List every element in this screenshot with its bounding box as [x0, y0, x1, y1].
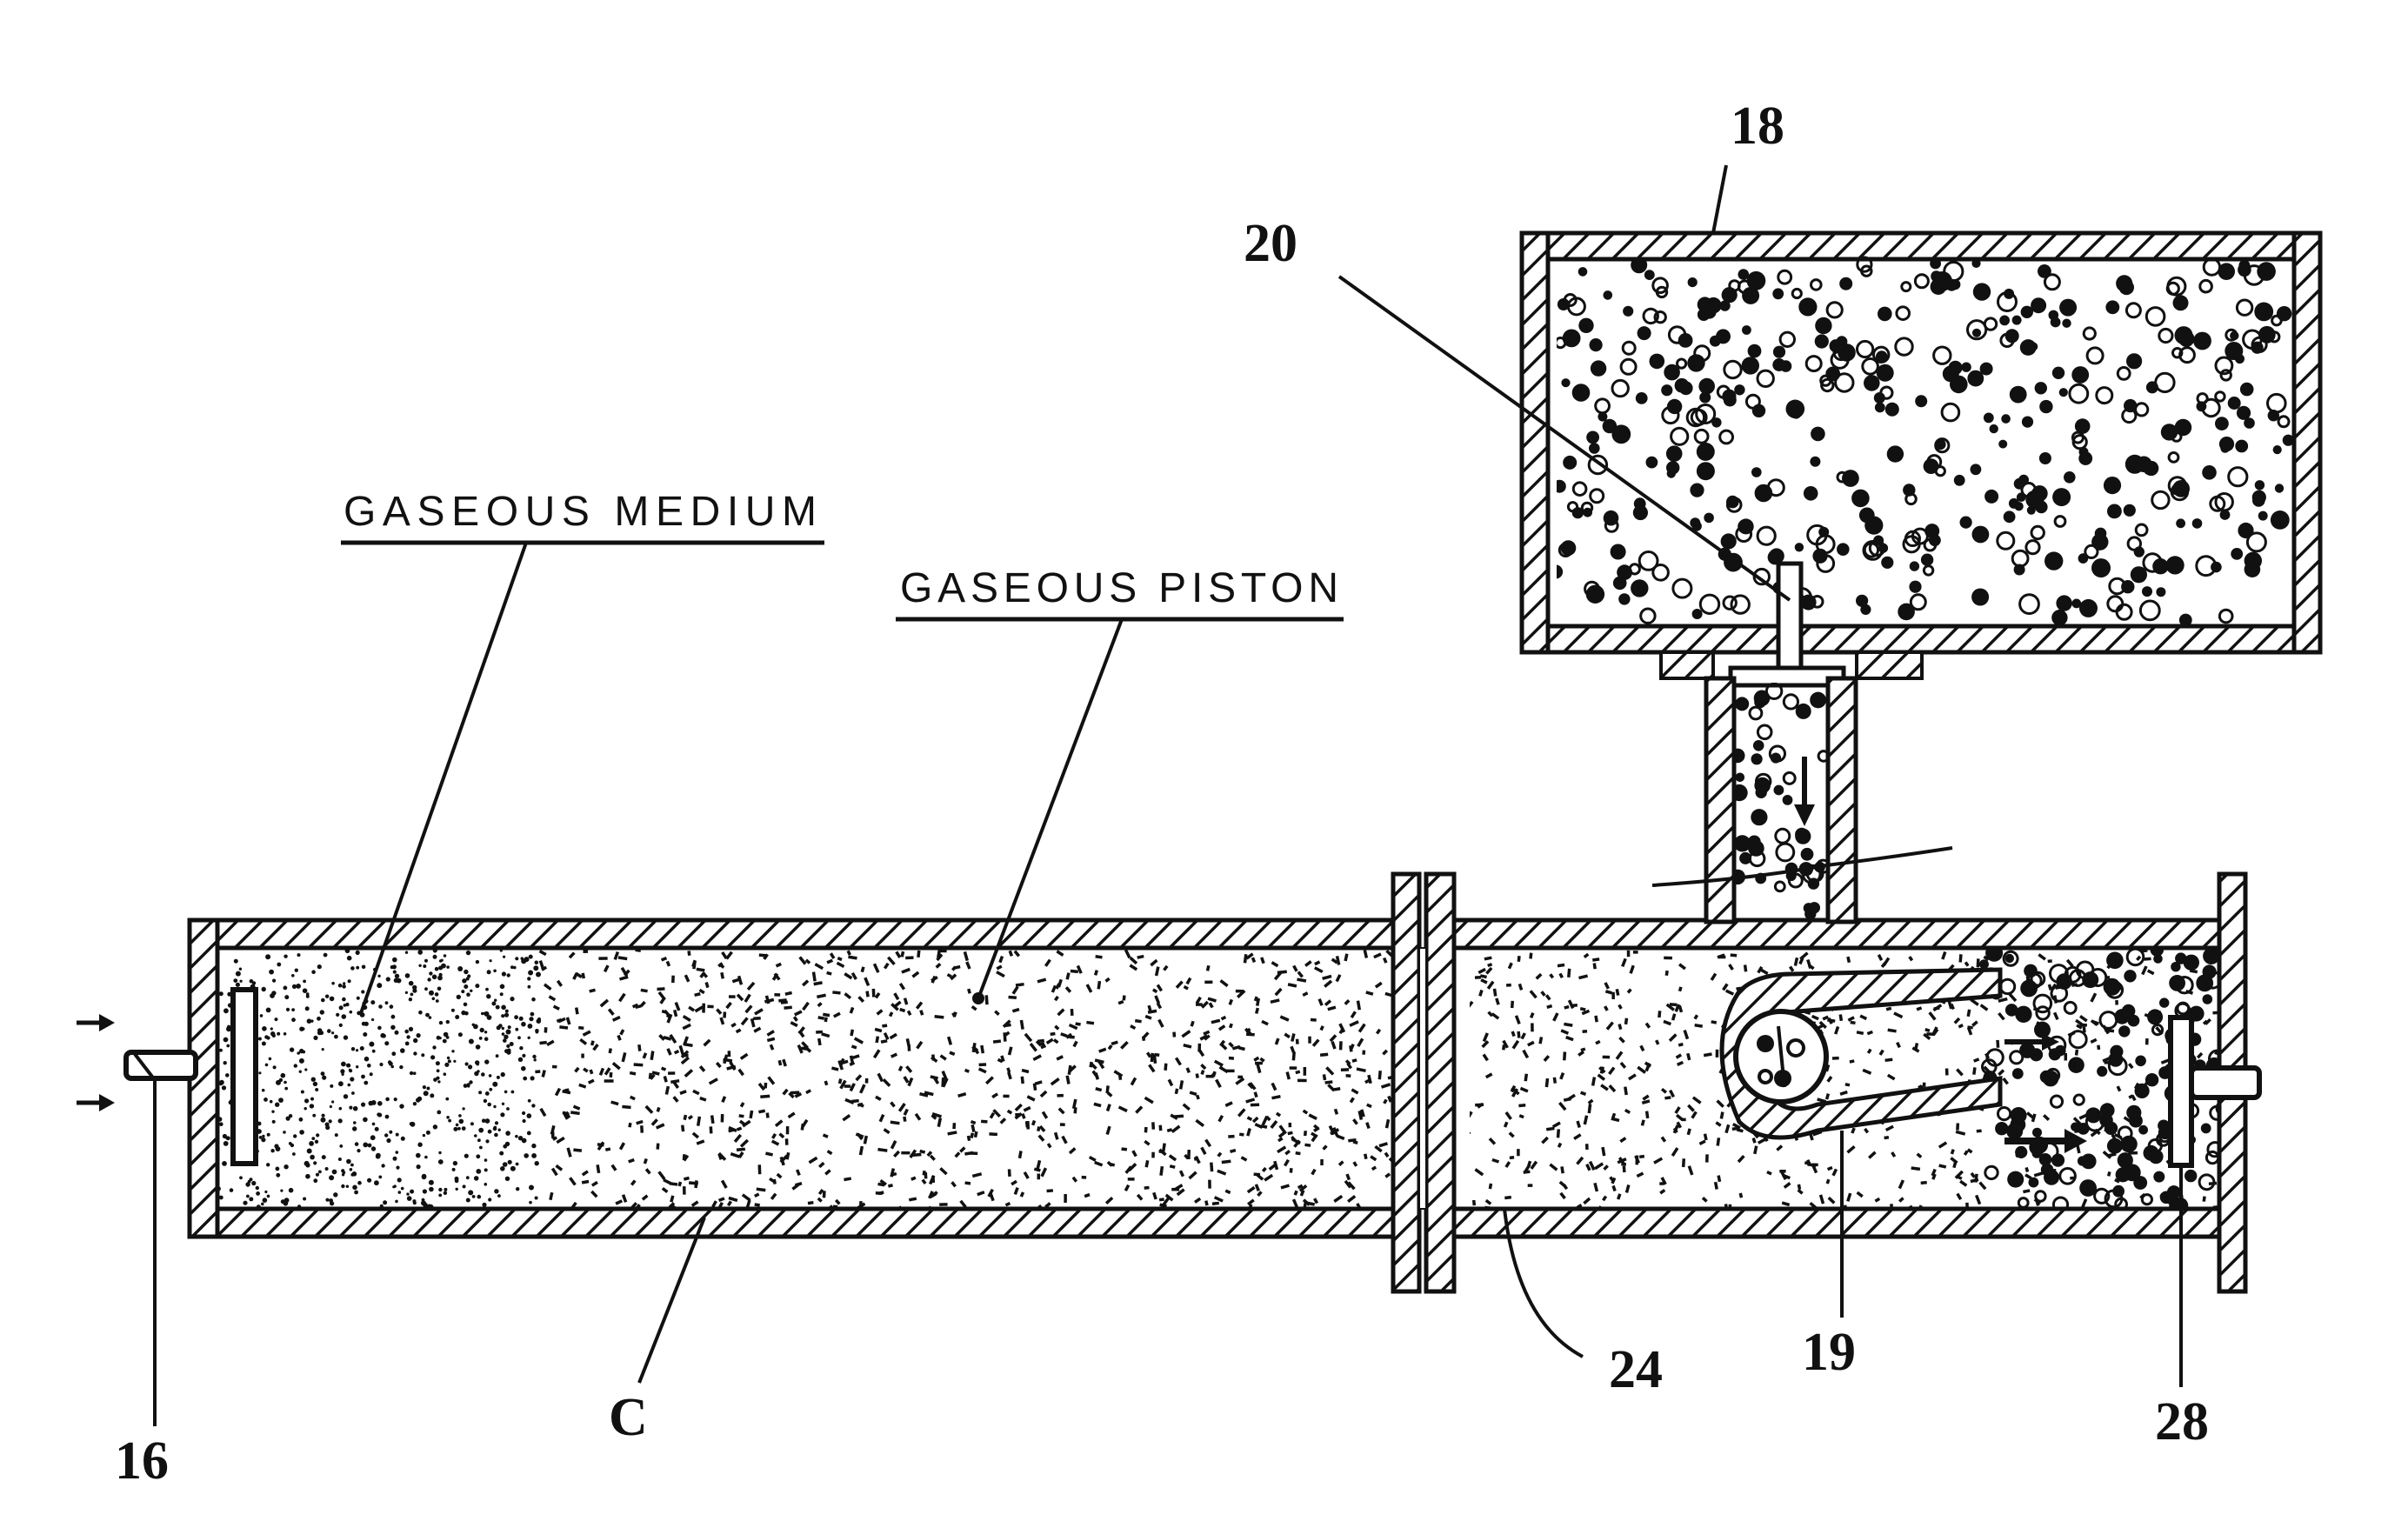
tank-top-wall — [1522, 233, 2320, 259]
feed-tube-right-wall — [1828, 678, 1856, 922]
right-piston-rod — [2191, 1068, 2259, 1098]
flange-right-plate — [1426, 874, 1454, 1291]
ref-18: 18 — [1731, 97, 1784, 156]
right-cylinder-bottom-wall — [1454, 1209, 2219, 1237]
ref-20: 20 — [1244, 214, 1297, 273]
tank-bottom-wall — [1522, 626, 2320, 652]
left-cylinder-top-wall — [190, 920, 1409, 948]
central-flange — [1393, 874, 1454, 1291]
ref-18-leader — [1713, 165, 1726, 233]
right-cylinder — [1454, 874, 2259, 1291]
ref-C: C — [609, 1388, 648, 1447]
flange-left-plate — [1393, 874, 1419, 1291]
left-cylinder — [77, 920, 1417, 1237]
ref-24: 24 — [1609, 1340, 1663, 1399]
gaseous-medium-text: GASEOUS MEDIUM — [344, 489, 817, 535]
gas-particle-fill-left — [216, 948, 1417, 1215]
tank-right-wall — [2294, 233, 2320, 652]
feed-tube — [1652, 652, 1952, 922]
right-piston-plate — [2171, 1018, 2191, 1165]
inlet-arrow-lower — [77, 1094, 115, 1111]
right-cylinder-top-wall — [1454, 920, 2219, 948]
ref-28: 28 — [2155, 1392, 2209, 1451]
tank-left-wall — [1522, 233, 1548, 652]
powder-reservoir — [1522, 233, 2320, 685]
particle-fill-feed-tube — [1731, 684, 1830, 920]
particle-fill-tank — [1549, 257, 2294, 626]
ref-16: 16 — [115, 1431, 169, 1491]
gaseous-piston-text: GASEOUS PISTON — [900, 565, 1339, 611]
feed-tube-left-wall — [1706, 678, 1734, 922]
ref-19: 19 — [1802, 1323, 1856, 1382]
valve-stem — [1778, 564, 1801, 668]
left-piston-plate — [233, 990, 256, 1164]
feed-arrow — [1794, 757, 1815, 826]
injector-nozzle — [1722, 970, 2000, 1138]
inlet-arrow-upper — [77, 1014, 115, 1031]
left-cylinder-bottom-wall — [190, 1209, 1409, 1237]
ref-C-leader — [639, 1218, 704, 1383]
